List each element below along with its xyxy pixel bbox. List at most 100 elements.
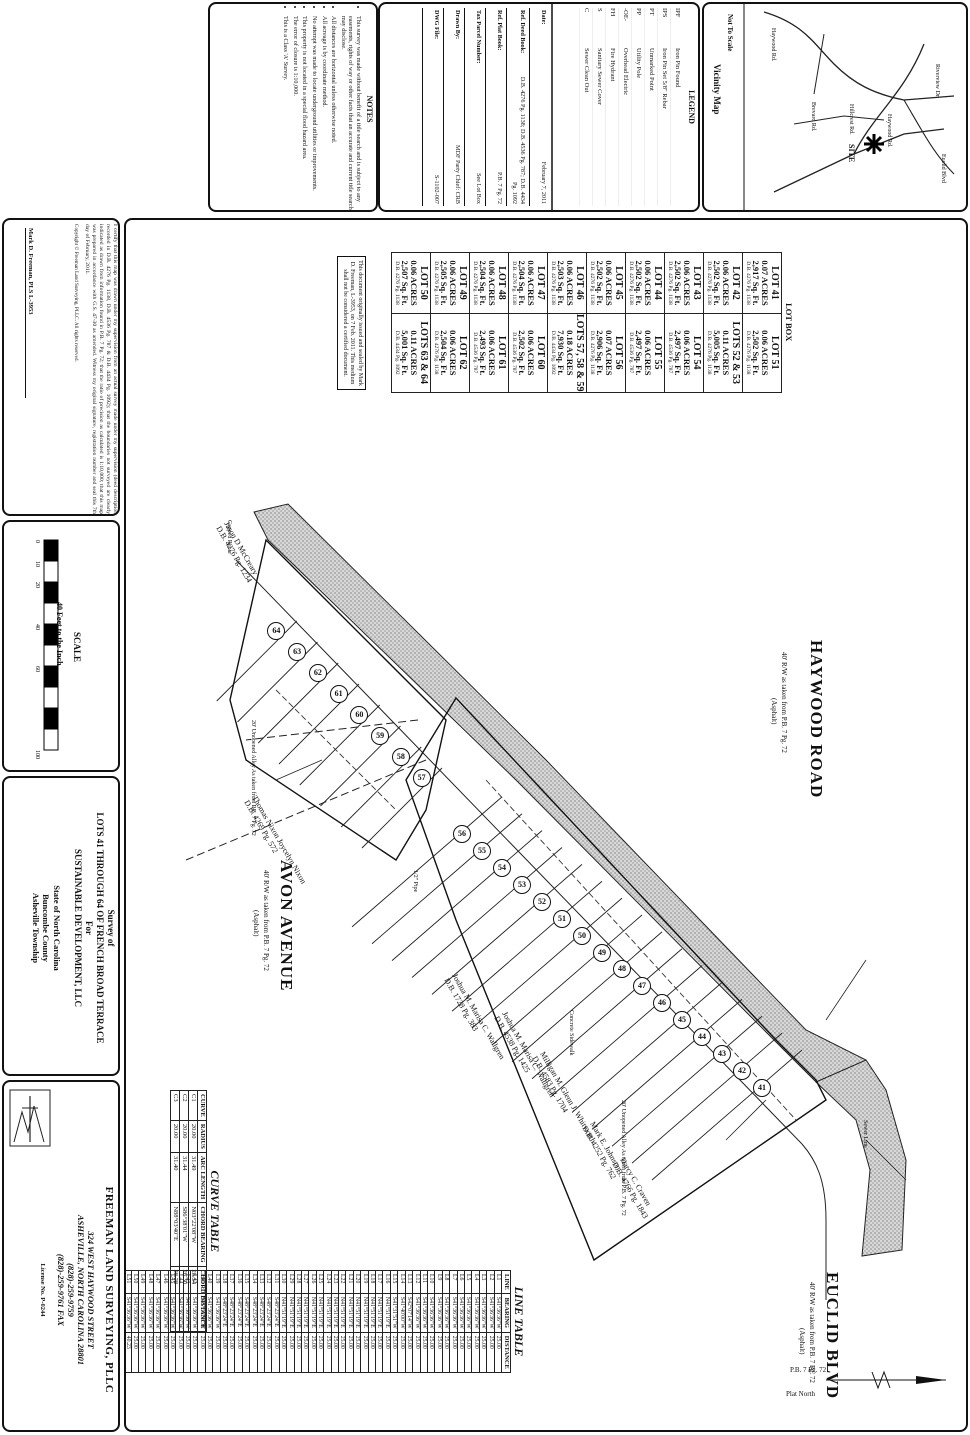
lot-line: [431, 864, 583, 995]
line-table-cell: S41°36'36"W: [412, 1293, 421, 1333]
info-row: Ref. Deed Book:D.B. 4276 Pg. 1138; D.B. …: [506, 8, 529, 206]
line-table-cell: S41°36'36"W: [126, 1293, 132, 1333]
lot-number: LOTS 63 & 64: [418, 321, 429, 385]
lot-number-circle: 41: [753, 1078, 771, 1097]
lot-acres: 0.06 ACRES: [643, 260, 653, 306]
line-table-cell: N41°51'19"E: [338, 1293, 346, 1333]
line-table-cell: S41°31'51"W: [390, 1293, 398, 1333]
line-table-cell: L8: [442, 1270, 450, 1294]
line-table-cell: N41°51'19"E: [383, 1293, 391, 1333]
line-table-heading: LINE: [501, 1270, 511, 1294]
line-table-cell: 25.00: [308, 1332, 317, 1373]
line-table-cell: 25.00: [375, 1332, 383, 1373]
line-table-cell: 25.00: [471, 1332, 480, 1373]
lot-number-circle: 59: [371, 726, 390, 745]
road-haywood-surface: (Asphalt): [770, 698, 778, 725]
info-value: D.B. 4276 Pg. 1138; D.B. 4536 Pg. 787; D…: [511, 76, 526, 204]
line-table-cell: 25.00: [494, 1332, 502, 1373]
line-table-cell: L30: [279, 1270, 287, 1294]
lot-number: LOT 54: [691, 336, 702, 370]
line-table-cell: S41°36'36"W: [153, 1293, 161, 1333]
firm-fax: (828)-259-9761 FAX: [56, 1253, 66, 1327]
lot-sqft: 2,504 Sq. Ft.: [517, 260, 527, 306]
line-table-cell: 25.00: [449, 1332, 458, 1373]
line-table-cell: 25.00: [249, 1332, 258, 1373]
lot-number-circle: 57: [412, 768, 431, 787]
curve-table-cell: 20.00: [170, 1120, 180, 1153]
lot-acres: 0.06 ACRES: [487, 330, 497, 376]
lot-acres: 0.06 ACRES: [448, 260, 458, 306]
lot-acres: 0.06 ACRES: [643, 330, 653, 376]
certification-text: I certify that this map was drawn under …: [84, 224, 118, 514]
title-block-rotated: Survey of LOTS 41 THROUGH 64 OF FRENCH B…: [12, 784, 116, 1072]
line-table-cell: 25.00: [464, 1332, 472, 1373]
lot-number-circle: 55: [473, 842, 491, 861]
line-table-cell: 25.00: [397, 1332, 406, 1373]
lot-sqft: 2,504 Sq. Ft.: [478, 260, 488, 306]
north-label: Plat North: [786, 1390, 815, 1398]
lot-sqft: 2,502 Sq. Ft.: [673, 260, 683, 306]
line-table-cell: L12: [412, 1270, 421, 1294]
curve-table-heading: RADIUS: [197, 1120, 207, 1153]
curve-table-cell: C3: [170, 1090, 180, 1121]
line-table-cell: L17: [375, 1270, 383, 1294]
road-avon-surface: (Asphalt): [252, 910, 260, 937]
line-table-cell: S48°23'24"E: [264, 1293, 272, 1333]
legend-desc: Iron Pin Set 5/8" Rebar: [661, 48, 668, 109]
lot-number: LOTS 52 & 53: [730, 321, 741, 385]
scale-title: SCALE: [72, 632, 82, 663]
lot-sqft: 7,930 Sq. Ft.: [556, 330, 566, 376]
title-line3: For: [84, 921, 94, 935]
scale-segment: [43, 686, 59, 709]
note-item: The error of closure is 1:10,000.: [291, 16, 299, 210]
notes-rotated: NOTES This survey was made without benef…: [212, 6, 376, 210]
lot-number-circle: 42: [733, 1061, 751, 1080]
lot-ref: D.B. 4276 Pg. 1138: [550, 261, 556, 305]
vicinity-scale-note: Not To Scale: [726, 14, 734, 52]
lot-line: [391, 830, 543, 961]
lot-line: [651, 1049, 803, 1181]
vicinity-road-1: Euclid Blvd: [940, 154, 946, 183]
line-table-cell: L32: [264, 1270, 272, 1294]
vicinity-title: Vicinity Map: [712, 64, 722, 115]
lot-number-circle: 51: [553, 909, 571, 928]
info-value: P.B. 7 Pg. 72: [496, 172, 503, 204]
line-table-cell: 25.00: [146, 1332, 154, 1373]
info-label: Drawn By:: [454, 10, 461, 40]
vicinity-road-2: Riverview Dr.: [934, 64, 940, 98]
lot-sqft: 2,502 Sq. Ft.: [712, 260, 722, 306]
line-table-cell: S48°23'24"E: [220, 1293, 228, 1333]
curve-table-cell: 31.49: [188, 1152, 198, 1203]
lot-acres: 0.06 ACRES: [526, 260, 536, 306]
road-euclid-surface: (Asphalt): [798, 1328, 806, 1355]
legend-symbol: IPF: [674, 8, 681, 18]
line-table-cell: 25.00: [434, 1332, 443, 1373]
firm-address1: 324 WEST HAYWOOD STREET: [86, 1231, 96, 1349]
line-table-cell: N41°51'19"E: [353, 1293, 361, 1333]
legend-symbol: -OE-: [622, 8, 629, 21]
curve-table-cell: N03°22'08"W: [188, 1202, 198, 1267]
line-table-cell: N41°51'19"E: [368, 1293, 376, 1333]
